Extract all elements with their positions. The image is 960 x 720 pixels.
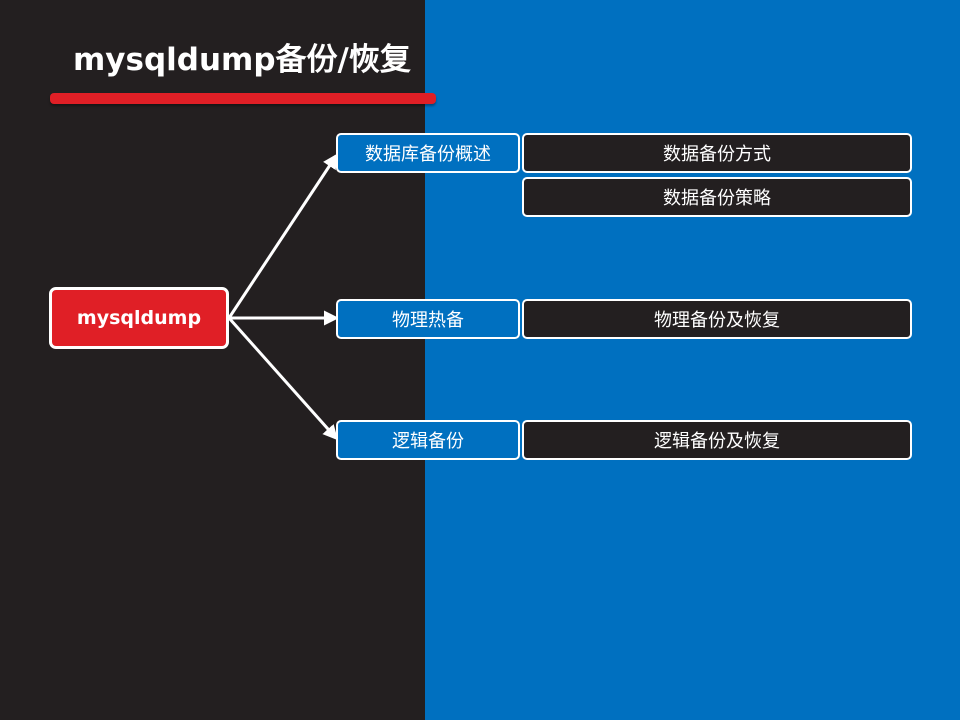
branch-node-physical-hot-backup: 物理热备 [336,299,520,339]
leaf-node-backup-methods: 数据备份方式 [522,133,912,173]
title-underline-bar [50,93,436,104]
root-node: mysqldump [49,287,229,349]
left-background [0,0,425,720]
slide-title: mysqldump备份/恢复 [73,42,411,78]
leaf-node-backup-strategy: 数据备份策略 [522,177,912,217]
leaf-node-physical-restore: 物理备份及恢复 [522,299,912,339]
connector-to-branch-1 [227,153,338,319]
branch-node-logical-backup: 逻辑备份 [336,420,520,460]
branch-node-overview: 数据库备份概述 [336,133,520,173]
right-background [425,0,960,720]
connector-to-branch-3 [227,317,338,441]
leaf-node-logical-restore: 逻辑备份及恢复 [522,420,912,460]
